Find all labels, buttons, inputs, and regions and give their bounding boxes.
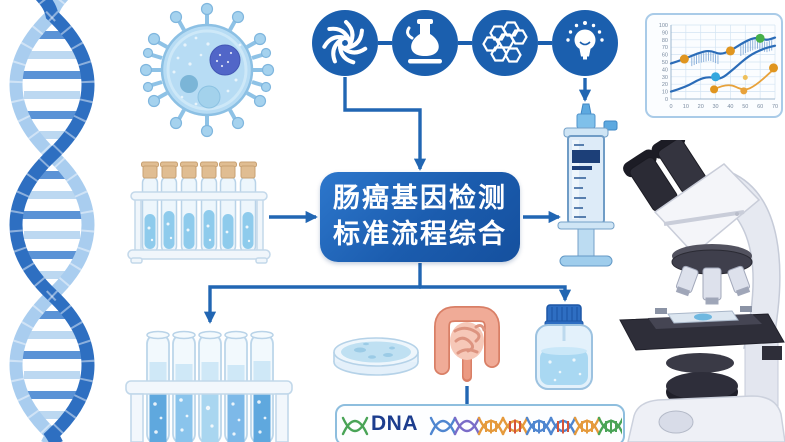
syringe-thumb-rest [559,255,613,267]
microscope-base [627,395,785,442]
connector-branch-left [203,285,421,324]
molecule-cluster-icon [482,21,528,63]
syringe-tip [580,103,592,115]
svg-text:70: 70 [772,104,778,110]
virus-cell-illustration [140,2,275,138]
syringe-graduations [574,144,586,218]
petri-culture [341,341,411,363]
syringe-illustration [557,103,618,267]
specimen [694,313,712,321]
connector-branch-right [419,285,572,302]
virus-organelle-teal [180,75,198,93]
virus-nucleus-patch [209,44,241,76]
svg-text:10: 10 [662,90,668,96]
capped-tubes [141,161,257,254]
bottle-liquid [540,349,588,385]
microscope-stage [619,306,785,360]
reagent-bottle-illustration [535,304,593,390]
svg-text:50: 50 [742,104,748,110]
svg-text:40: 40 [727,104,733,110]
capped-test-tube-rack [127,161,271,264]
syringe-sample-band [572,150,600,163]
microscope-condenser [666,353,734,373]
svg-text:60: 60 [662,53,668,59]
microscope-head [653,163,761,256]
virus-organelle-light [197,85,221,109]
microscope-objectives [675,265,751,305]
svg-text:80: 80 [662,38,668,44]
dna-label: DNA [371,412,418,435]
svg-text:50: 50 [662,60,668,66]
central-title-box: 肠癌基因检测 标准流程综合 [320,172,520,262]
svg-text:60: 60 [757,104,763,110]
base-button [658,410,694,434]
round-flask-icon [406,19,442,64]
dna-rungs [17,31,87,419]
cork-caps [141,161,257,179]
svg-text:70: 70 [662,45,668,51]
svg-text:40: 40 [662,67,668,73]
svg-text:30: 30 [662,75,668,81]
dna-sequence-banner: DNA [335,404,625,442]
virus-spikes [140,2,275,138]
svg-text:30: 30 [713,104,719,110]
rack-frame [127,191,271,264]
svg-text:0: 0 [665,97,668,103]
syringe-side-port [603,120,618,131]
spiral-swirl-icon [322,20,368,65]
svg-text:90: 90 [662,30,668,36]
petri-dish-illustration [333,337,419,376]
title-line-1: 肠癌基因检测 [333,183,507,214]
svg-text:10: 10 [683,104,689,110]
dna-strand-dark [9,0,95,442]
dna-double-helix-illustration [9,0,95,442]
connector-swirl-to-box [343,77,427,171]
intestine-illustration [434,306,500,382]
svg-text:20: 20 [698,104,704,110]
process-icon-row [312,10,618,76]
microscope-eyepieces [623,140,706,212]
microscope-illustration [619,140,785,442]
syringe-cap [576,113,596,129]
title-line-2: 标准流程综合 [333,219,507,249]
svg-text:100: 100 [659,23,668,29]
svg-text:20: 20 [662,82,668,88]
rack-frame-bottom [125,380,293,442]
syringe-plunger-rod [577,228,595,258]
virus-speckles [172,36,242,106]
lightbulb-icon [566,21,604,60]
open-test-tube-rack [125,330,293,442]
svg-text:0: 0 [669,104,672,110]
